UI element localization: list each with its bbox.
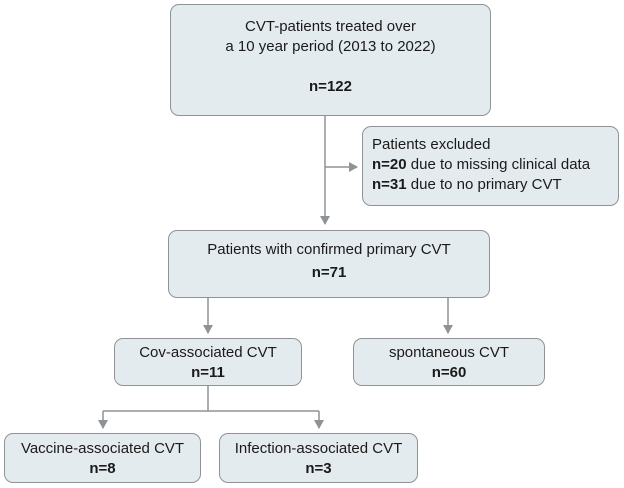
node-total-line2: a 10 year period (2013 to 2022) [225,38,436,55]
node-spontaneous-label: spontaneous CVT [388,344,510,361]
node-excluded-item: n=31 due to no primary CVT [372,175,618,195]
node-confirmed-primary: Patients with confirmed primary CVT n=71 [168,230,490,298]
node-vaccine-associated: Vaccine-associated CVT n=8 [4,433,201,483]
node-cov-label: Cov-associated CVT [139,344,277,361]
node-total-line1: CVT-patients treated over [245,18,416,35]
node-excluded-item-count: n=20 [372,156,407,173]
node-cov-associated: Cov-associated CVT n=11 [114,338,302,386]
node-excluded-item: n=20 due to missing clinical data [372,155,618,175]
node-excluded-item-reason: due to missing clinical data [410,156,591,173]
node-infection-count: n=3 [305,460,332,477]
node-infection-label: Infection-associated CVT [234,440,403,457]
node-excluded: Patients excluded n=20 due to missing cl… [362,126,619,206]
node-infection-associated: Infection-associated CVT n=3 [219,433,418,483]
node-excluded-title: Patients excluded [372,136,491,153]
node-total-count: n=122 [309,78,352,95]
node-spontaneous-count: n=60 [431,364,467,381]
node-spontaneous: spontaneous CVT n=60 [353,338,545,386]
node-total-patients: CVT-patients treated over a 10 year peri… [170,4,491,116]
node-excluded-item-count: n=31 [372,176,407,193]
node-confirmed-count: n=71 [311,264,347,281]
node-cov-count: n=11 [191,364,225,381]
node-confirmed-label: Patients with confirmed primary CVT [207,241,451,258]
node-vaccine-label: Vaccine-associated CVT [20,440,185,457]
node-vaccine-count: n=8 [89,460,116,477]
node-excluded-item-reason: due to no primary CVT [410,176,562,193]
